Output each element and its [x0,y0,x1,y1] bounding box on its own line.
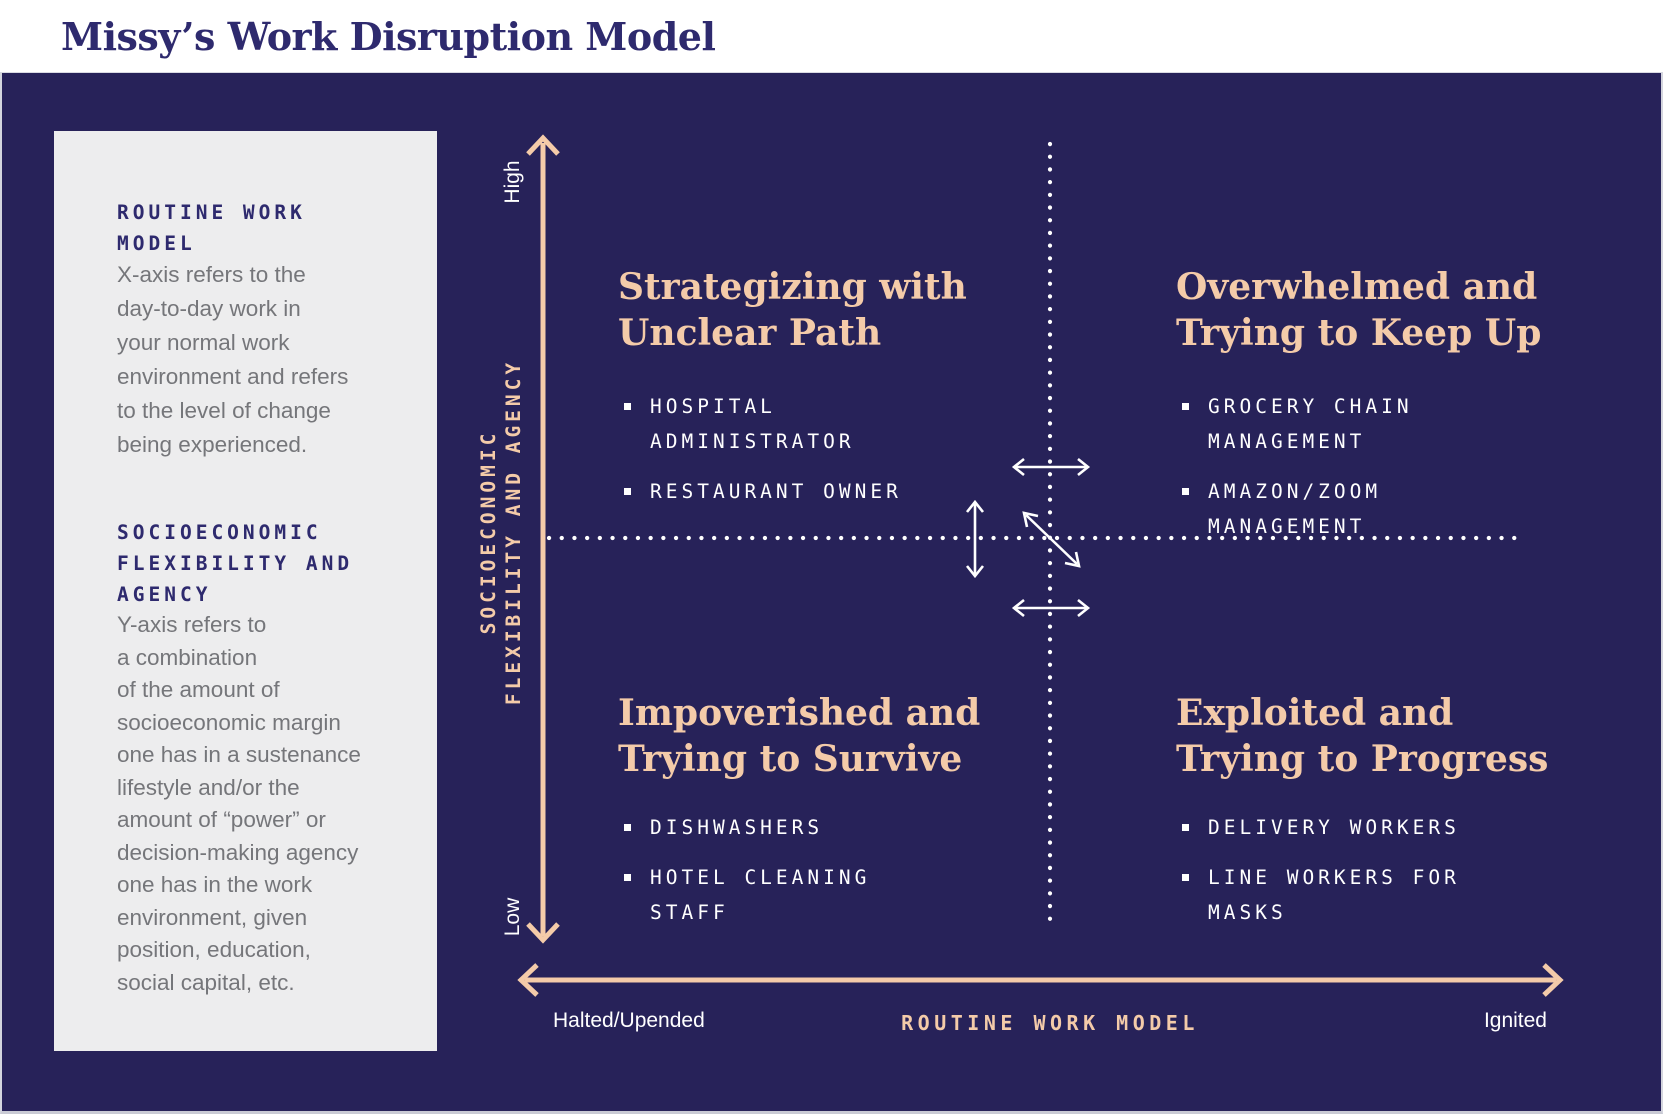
quadrant-title: Strategizing with Unclear Path [618,264,1118,356]
square-bullet-icon [1182,824,1189,831]
quadrant-title-line: Trying to Keep Up [1176,312,1542,354]
square-bullet-icon [1182,403,1189,410]
list-item: DISHWASHERS [618,810,1118,845]
quadrant-title: Exploited and Trying to Progress [1176,690,1663,782]
list-item-label: GROCERY CHAIN MANAGEMENT [1208,395,1413,453]
legend-body-y-axis: Y-axis refers to a combination of the am… [117,612,361,995]
quadrant-title-line: Impoverished and [618,692,981,734]
list-item-label: DISHWASHERS [650,816,824,839]
square-bullet-icon [1182,874,1189,881]
y-axis-high-label: High [501,160,524,204]
quadrant-top-right: Overwhelmed and Trying to Keep Up GROCER… [1176,264,1663,559]
y-axis-low-label: Low [501,897,524,937]
list-item: AMAZON/ZOOM MANAGEMENT [1176,474,1663,544]
quadrant-title-line: Strategizing with [618,266,967,308]
square-bullet-icon [1182,488,1189,495]
quadrant-item-list: HOSPITAL ADMINISTRATOR RESTAURANT OWNER [618,389,1118,509]
list-item: RESTAURANT OWNER [618,474,1118,509]
legend-sidebar: ROUTINE WORK MODEL X-axis refers to the … [54,131,437,1051]
list-item: GROCERY CHAIN MANAGEMENT [1176,389,1663,459]
legend-heading-routine-work-model: ROUTINE WORK MODEL [117,201,306,255]
x-axis-left-label: Halted/Upended [553,1009,705,1032]
square-bullet-icon [624,874,631,881]
model-panel: ROUTINE WORK MODEL X-axis refers to the … [0,72,1663,1114]
legend-body-x-axis: X-axis refers to the day-to-day work in … [117,262,349,457]
legend-heading-socioeconomic: SOCIOECONOMIC FLEXIBILITY AND AGENCY [117,521,354,606]
quadrant-title: Impoverished and Trying to Survive [618,690,1118,782]
x-axis-title: ROUTINE WORK MODEL [901,1011,1199,1035]
quadrant-item-list: DELIVERY WORKERS LINE WORKERS FOR MASKS [1176,810,1663,930]
square-bullet-icon [624,824,631,831]
x-axis-right-label: Ignited [1483,1009,1547,1032]
list-item: HOSPITAL ADMINISTRATOR [618,389,1118,459]
quadrant-title-line: Trying to Survive [618,738,963,780]
quadrant-title-line: Trying to Progress [1176,738,1549,780]
y-axis-title: SOCIOECONOMIC FLEXIBILITY AND AGENCY [477,358,525,706]
list-item: HOTEL CLEANING STAFF [618,860,1118,930]
page-title: Missy’s Work Disruption Model [61,14,716,59]
quadrant-item-list: GROCERY CHAIN MANAGEMENT AMAZON/ZOOM MAN… [1176,389,1663,544]
list-item-label: DELIVERY WORKERS [1208,816,1460,839]
quadrant-title-line: Overwhelmed and [1176,266,1538,308]
list-item-label: RESTAURANT OWNER [650,480,902,503]
quadrant-title: Overwhelmed and Trying to Keep Up [1176,264,1663,356]
quadrant-title-line: Unclear Path [618,312,882,354]
quadrant-title-line: Exploited and [1176,692,1454,734]
quadrant-item-list: DISHWASHERS HOTEL CLEANING STAFF [618,810,1118,930]
square-bullet-icon [624,488,631,495]
list-item: LINE WORKERS FOR MASKS [1176,860,1663,930]
square-bullet-icon [624,403,631,410]
quadrant-bottom-right: Exploited and Trying to Progress DELIVER… [1176,690,1663,945]
quadrant-bottom-left: Impoverished and Trying to Survive DISHW… [618,690,1118,945]
quadrant-top-left: Strategizing with Unclear Path HOSPITAL … [618,264,1118,524]
list-item-label: HOSPITAL ADMINISTRATOR [650,395,855,453]
list-item-label: LINE WORKERS FOR MASKS [1208,866,1460,924]
list-item-label: HOTEL CLEANING STAFF [650,866,871,924]
list-item-label: AMAZON/ZOOM MANAGEMENT [1208,480,1382,538]
list-item: DELIVERY WORKERS [1176,810,1663,845]
